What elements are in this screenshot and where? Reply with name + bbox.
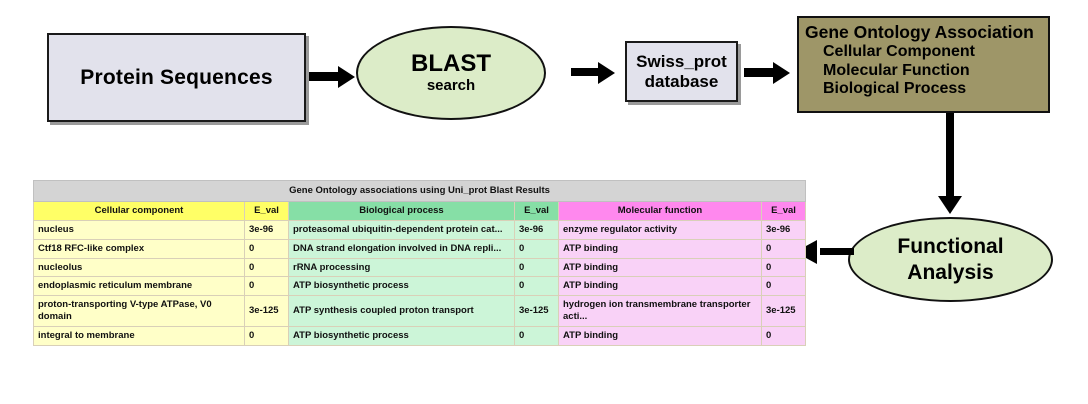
cell-eval-bp: 0 — [514, 257, 559, 278]
cell-cellular-component: endoplasmic reticulum membrane — [33, 276, 245, 297]
cell-biological-process: ATP biosynthetic process — [288, 326, 515, 346]
cell-eval-bp: 3e-96 — [514, 219, 559, 240]
node-swissprot-line2: database — [644, 71, 719, 91]
cell-molecular-function: enzyme regulator activity — [558, 219, 762, 240]
cell-eval-mf: 0 — [760, 238, 807, 259]
table-header-row: Cellular component E_val Biological proc… — [33, 200, 807, 221]
cell-biological-process: proteasomal ubiquitin-dependent protein … — [288, 219, 515, 240]
cell-eval-cc: 3e-125 — [244, 295, 289, 327]
table-row: nucleus 3e-96 proteasomal ubiquitin-depe… — [33, 219, 807, 240]
cell-eval-cc: 0 — [244, 238, 289, 259]
cell-biological-process: ATP synthesis coupled proton transport — [288, 295, 515, 327]
cell-eval-mf: 3e-125 — [760, 295, 807, 327]
column-header-molecular-function: Molecular function — [558, 200, 762, 221]
column-header-biological-process: Biological process — [288, 200, 515, 221]
node-blast-subtitle: search — [426, 77, 476, 95]
cell-eval-bp: 0 — [514, 326, 559, 346]
cell-molecular-function: ATP binding — [558, 326, 762, 346]
cell-eval-mf: 0 — [760, 326, 807, 346]
table-row: Ctf18 RFC-like complex 0 DNA strand elon… — [33, 238, 807, 259]
node-swissprot-line1: Swiss_prot — [636, 51, 727, 71]
cell-molecular-function: ATP binding — [558, 238, 762, 259]
node-blast-title: BLAST — [411, 50, 491, 78]
go-associations-table: Gene Ontology associations using Uni_pro… — [32, 180, 807, 346]
cell-biological-process: rRNA processing — [288, 257, 515, 278]
go-association-list: Cellular Component Molecular Function Bi… — [823, 43, 975, 100]
go-association-item-biological-process: Biological Process — [823, 80, 967, 98]
cell-cellular-component: integral to membrane — [33, 326, 245, 346]
column-header-eval-bp: E_val — [514, 200, 559, 221]
node-protein-sequences-label: Protein Sequences — [80, 65, 273, 89]
cell-cellular-component: proton-transporting V-type ATPase, V0 do… — [33, 295, 245, 327]
column-header-eval-cc: E_val — [244, 200, 289, 221]
cell-eval-cc: 0 — [244, 326, 289, 346]
cell-molecular-function: ATP binding — [558, 276, 762, 297]
table-title-row: Gene Ontology associations using Uni_pro… — [32, 180, 807, 202]
node-blast-search: BLAST search — [356, 26, 546, 120]
column-header-eval-mf: E_val — [760, 200, 807, 221]
go-association-heading: Gene Ontology Association — [805, 22, 1034, 42]
go-association-item-molecular-function: Molecular Function — [823, 61, 970, 79]
table-title: Gene Ontology associations using Uni_pro… — [32, 180, 807, 202]
cell-molecular-function: hydrogen ion transmembrane transporter a… — [558, 295, 762, 327]
node-gene-ontology-association: Gene Ontology Association Cellular Compo… — [797, 16, 1050, 113]
cell-eval-mf: 0 — [760, 257, 807, 278]
cell-biological-process: ATP biosynthetic process — [288, 276, 515, 297]
cell-biological-process: DNA strand elongation involved in DNA re… — [288, 238, 515, 259]
cell-eval-mf: 3e-96 — [760, 219, 807, 240]
column-header-cellular-component: Cellular component — [33, 200, 245, 221]
node-protein-sequences: Protein Sequences — [47, 33, 306, 122]
go-association-item-cellular-component: Cellular Component — [823, 42, 976, 60]
cell-eval-mf: 0 — [760, 276, 807, 297]
cell-eval-cc: 3e-96 — [244, 219, 289, 240]
table-row: integral to membrane 0 ATP biosynthetic … — [33, 326, 807, 346]
table-row: proton-transporting V-type ATPase, V0 do… — [33, 295, 807, 327]
cell-eval-cc: 0 — [244, 276, 289, 297]
node-functional-analysis-line2: Analysis — [907, 260, 994, 284]
cell-cellular-component: nucleolus — [33, 257, 245, 278]
cell-eval-bp: 0 — [514, 276, 559, 297]
cell-cellular-component: nucleus — [33, 219, 245, 240]
node-functional-analysis: Functional Analysis — [848, 217, 1053, 302]
cell-molecular-function: ATP binding — [558, 257, 762, 278]
cell-cellular-component: Ctf18 RFC-like complex — [33, 238, 245, 259]
table-row: endoplasmic reticulum membrane 0 ATP bio… — [33, 276, 807, 297]
cell-eval-cc: 0 — [244, 257, 289, 278]
cell-eval-bp: 3e-125 — [514, 295, 559, 327]
table-row: nucleolus 0 rRNA processing 0 ATP bindin… — [33, 257, 807, 278]
cell-eval-bp: 0 — [514, 238, 559, 259]
node-swissprot-database: Swiss_prot database — [625, 41, 738, 102]
node-functional-analysis-line1: Functional — [897, 234, 1004, 258]
